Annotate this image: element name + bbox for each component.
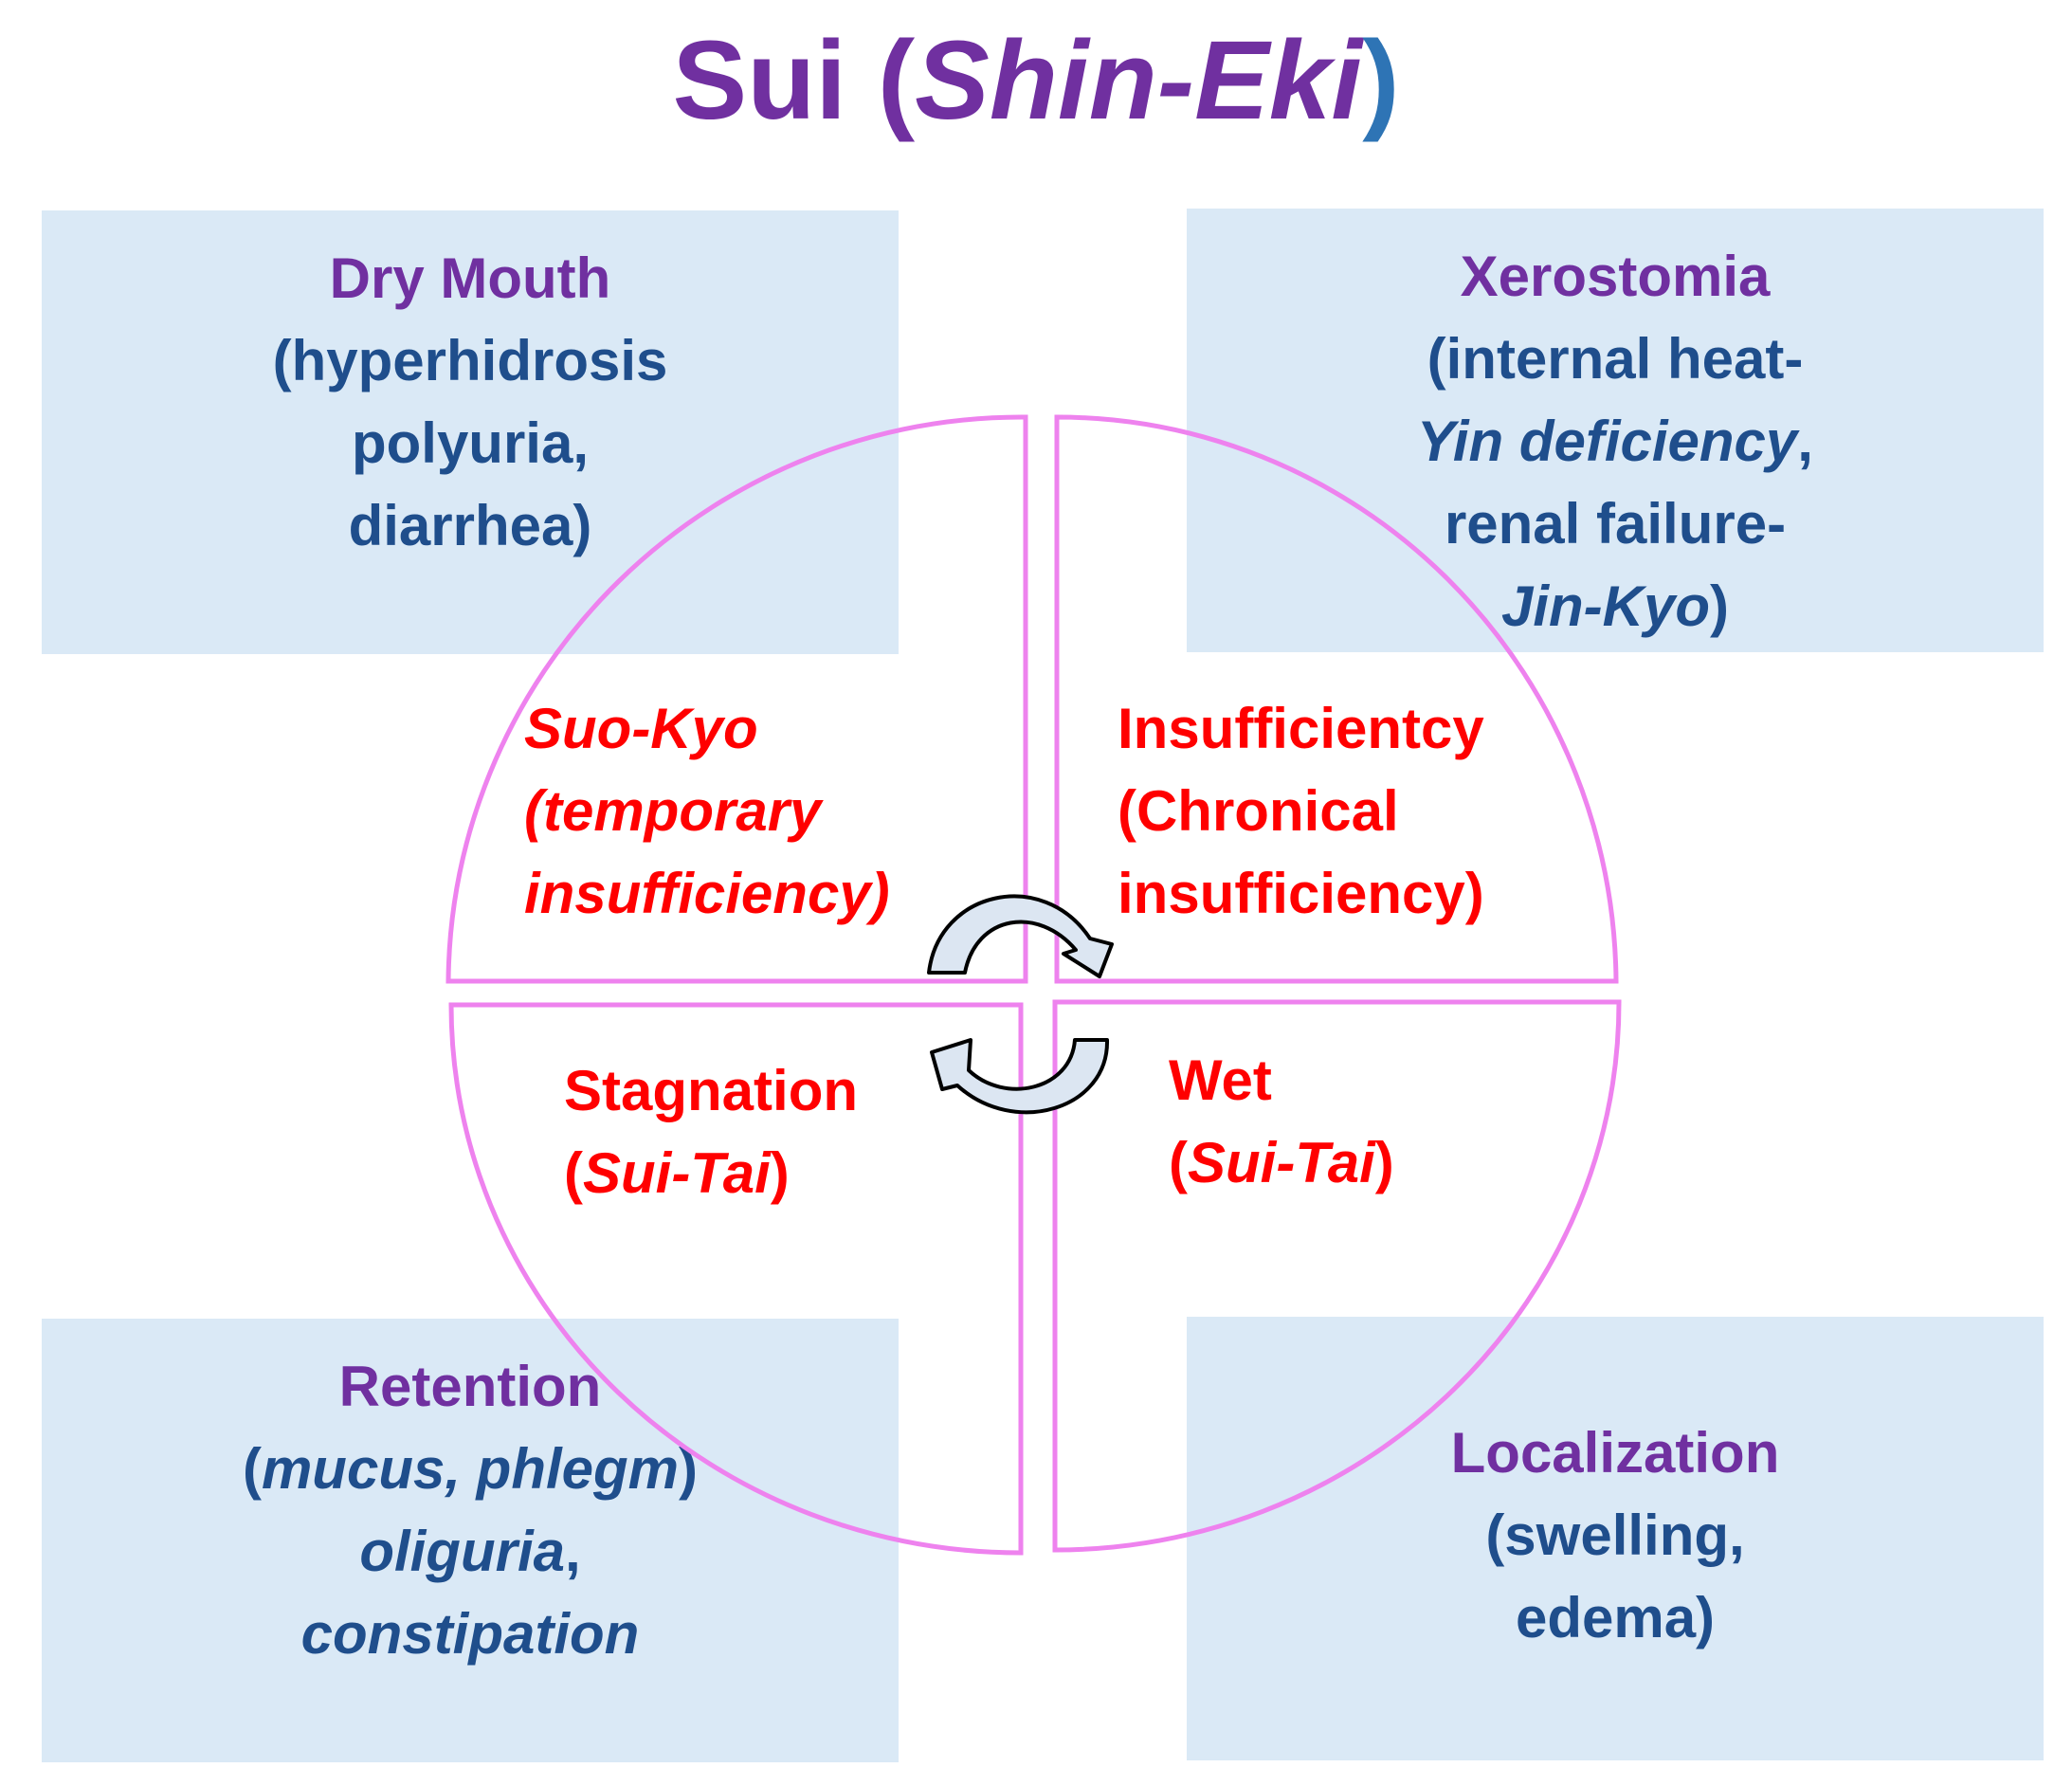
box-heading: Retention <box>338 1355 602 1418</box>
box-line-italic: Yin deficiency <box>1417 410 1798 473</box>
title-main: Sui ( <box>672 18 916 143</box>
quadrant-open: ( <box>564 1141 583 1205</box>
box-xerostomia: Xerostomia (internal heat- Yin deficienc… <box>1187 209 2044 652</box>
quadrant-line: Suo-Kyo <box>524 697 758 760</box>
quadrant-italic: Sui-Tai <box>1187 1131 1375 1194</box>
quadrant-open: ( <box>1169 1131 1188 1194</box>
quadrant-line: (Chronical <box>1118 779 1399 843</box>
quadrant-text-top-left: Suo-Kyo (temporary insufficiency) <box>524 687 890 935</box>
box-line: (hyperhidrosis <box>272 329 668 392</box>
box-line: polyuria, <box>351 411 590 475</box>
box-line: oliguria, <box>42 1510 899 1593</box>
box-line-tail: ) <box>1710 574 1729 638</box>
box-line: Jin-Kyo) <box>1187 565 2044 647</box>
quadrant-line: Stagnation <box>564 1059 858 1122</box>
title-close: ) <box>1362 18 1400 143</box>
quadrant-bottom-right <box>1052 999 1622 1553</box>
quadrant-text-bottom-right: Wet (Sui-Tai) <box>1169 1039 1394 1204</box>
quadrant-close: ) <box>770 1141 790 1205</box>
box-line-tail: , <box>1797 410 1813 473</box>
box-heading: Localization <box>1450 1421 1780 1485</box>
quadrant-text-bottom-left: Stagnation (Sui-Tai) <box>564 1049 858 1214</box>
box-dry-mouth: Dry Mouth (hyperhidrosis polyuria, diarr… <box>42 210 899 654</box>
page-title: Sui (Shin-Eki) <box>0 14 2072 149</box>
quadrant-top-right <box>1054 414 1619 984</box>
box-line: constipation <box>300 1602 640 1666</box>
box-line-italic: oliguria <box>359 1520 565 1583</box>
box-localization: Localization (swelling, edema) <box>1187 1317 2044 1760</box>
box-line-italic: Jin-Kyo <box>1500 574 1711 638</box>
box-line-italic: mucus, phlegm <box>261 1437 680 1501</box>
quadrant-line: Insufficientcy <box>1118 697 1484 760</box>
box-line: edema) <box>1515 1586 1716 1649</box>
quadrant-top-left <box>445 414 1028 984</box>
box-line: (swelling, <box>1485 1504 1745 1567</box>
title-italic: Shin-Eki <box>915 18 1363 143</box>
box-heading: Xerostomia <box>1460 245 1771 308</box>
box-line-tail: , <box>565 1520 581 1583</box>
box-line: Yin deficiency, <box>1187 400 2044 483</box>
quadrant-italic: Sui-Tai <box>582 1141 771 1205</box>
box-line: renal failure- <box>1444 492 1787 556</box>
box-retention: Retention (mucus, phlegm) oliguria, cons… <box>42 1319 899 1762</box>
quadrant-line: insufficiency) <box>1118 862 1484 925</box>
box-line: diarrhea) <box>348 494 592 557</box>
cycle-arrow-bottom-icon <box>930 1038 1110 1115</box>
box-line: (internal heat- <box>1427 327 1804 391</box>
quadrant-line: Wet <box>1169 1048 1272 1112</box>
quadrant-line: insufficiency) <box>524 862 890 925</box>
quadrant-text-top-right: Insufficientcy (Chronical insufficiency) <box>1118 687 1484 935</box>
quadrant-line: (temporary <box>524 779 822 843</box>
cycle-arrow-top-icon <box>927 894 1114 978</box>
box-line-open: ( <box>242 1437 262 1501</box>
quadrant-bottom-left <box>448 1002 1024 1556</box>
box-line: (mucus, phlegm) <box>42 1428 899 1510</box>
quadrant-line: (Sui-Tai) <box>1169 1121 1394 1204</box>
quadrant-close: ) <box>1374 1131 1394 1194</box>
box-heading: Dry Mouth <box>329 246 611 310</box>
quadrant-line: (Sui-Tai) <box>564 1132 858 1214</box>
